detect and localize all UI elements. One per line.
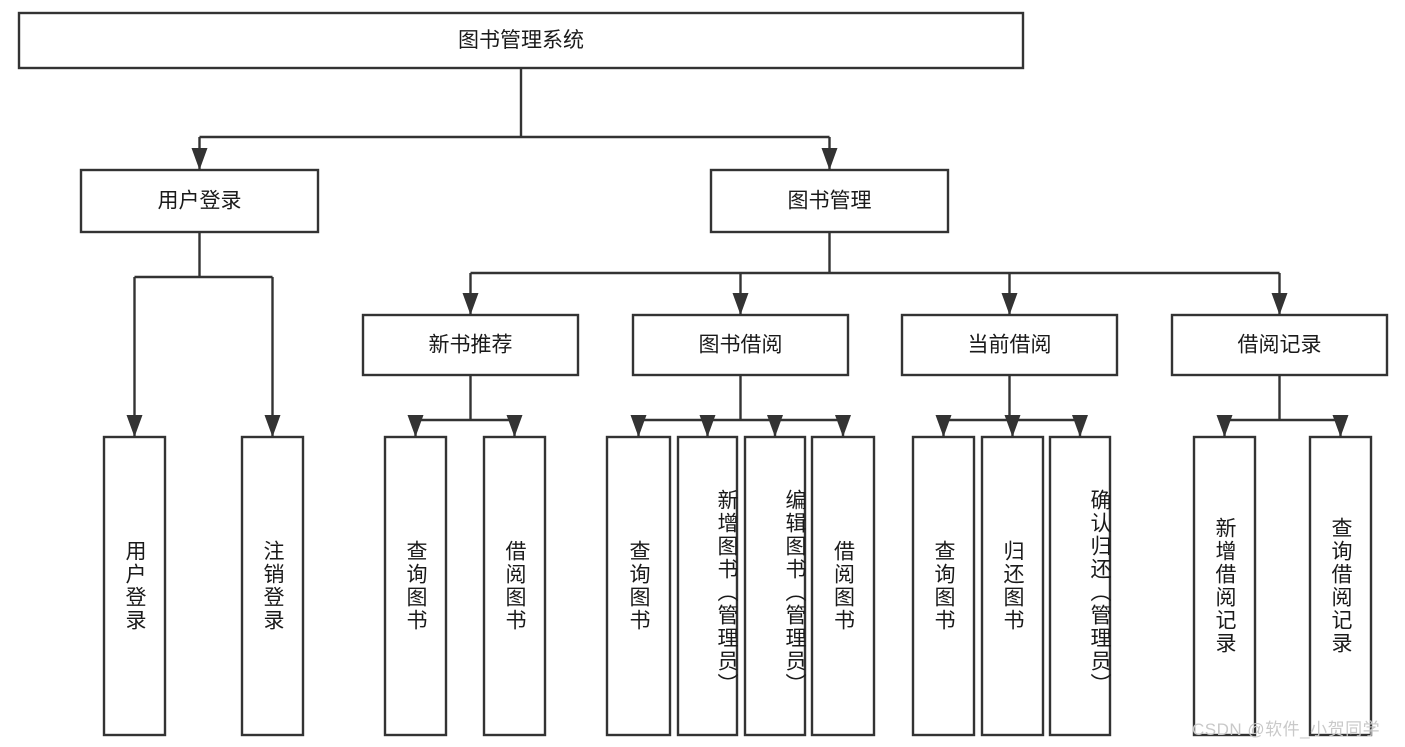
node-book-management-label: 图书管理 <box>788 190 872 213</box>
arrow-head-icon <box>1001 293 1018 315</box>
arrow-head-icon <box>462 293 479 315</box>
arrow-head-icon <box>767 415 783 437</box>
csdn-watermark: CSDN @软件_小贺同学 <box>1192 720 1381 739</box>
leaf-node-box[interactable] <box>605 435 672 737</box>
leaf-node-box[interactable] <box>102 435 167 737</box>
arrow-head-icon <box>699 415 716 437</box>
node-book-borrow-label: 图书借阅 <box>699 334 783 357</box>
leaf-node-box[interactable] <box>911 435 976 737</box>
node-user-login[interactable]: 用户登录 <box>79 168 320 234</box>
arrow-head-icon <box>1332 415 1349 437</box>
leaf-node-box[interactable] <box>980 435 1045 737</box>
node-borrow-record[interactable]: 借阅记录 <box>1170 313 1389 377</box>
node-book-management[interactable]: 图书管理 <box>709 168 950 234</box>
leaf-node-box[interactable] <box>743 435 807 737</box>
leaf-node-box[interactable] <box>810 435 876 737</box>
node-current-borrow-label: 当前借阅 <box>968 334 1052 357</box>
node-new-book-recommend-box[interactable] <box>361 313 580 377</box>
node-user-login-box[interactable] <box>79 168 320 234</box>
node-root[interactable]: 图书管理系统 <box>17 11 1025 70</box>
node-borrow-record-label: 借阅记录 <box>1238 334 1322 357</box>
leaf-box-group <box>102 435 1373 737</box>
node-current-borrow[interactable]: 当前借阅 <box>900 313 1119 377</box>
leaf-node-box[interactable] <box>482 435 547 737</box>
node-user-login-label: 用户登录 <box>158 190 242 213</box>
arrow-head-icon <box>821 148 838 170</box>
arrow-head-icon <box>1216 415 1233 437</box>
arrow-head-icon <box>835 415 851 437</box>
arrow-head-icon <box>1004 415 1021 437</box>
leaf-node-box[interactable] <box>1192 435 1257 737</box>
node-new-book-recommend[interactable]: 新书推荐 <box>361 313 580 377</box>
arrow-head-icon <box>1271 293 1288 315</box>
leaf-node-box[interactable] <box>1308 435 1373 737</box>
connector-group <box>126 68 1349 437</box>
node-book-borrow[interactable]: 图书借阅 <box>631 313 850 377</box>
arrow-head-icon <box>407 415 424 437</box>
arrow-head-icon <box>126 415 143 437</box>
arrow-head-icon <box>732 293 749 315</box>
arrow-head-icon <box>506 415 523 437</box>
leaf-node-box[interactable] <box>240 435 305 737</box>
arrow-head-icon <box>1072 415 1088 437</box>
leaf-node-box[interactable] <box>676 435 739 737</box>
node-new-book-recommend-label: 新书推荐 <box>429 334 513 357</box>
leaf-node-box[interactable] <box>383 435 448 737</box>
arrow-head-icon <box>630 415 647 437</box>
leaf-node-box[interactable] <box>1048 435 1112 737</box>
arrow-head-icon <box>935 415 952 437</box>
node-root-box[interactable] <box>17 11 1025 70</box>
arrow-head-icon <box>264 415 281 437</box>
node-current-borrow-box[interactable] <box>900 313 1119 377</box>
arrow-head-icon <box>191 148 208 170</box>
node-root-label: 图书管理系统 <box>458 29 584 52</box>
